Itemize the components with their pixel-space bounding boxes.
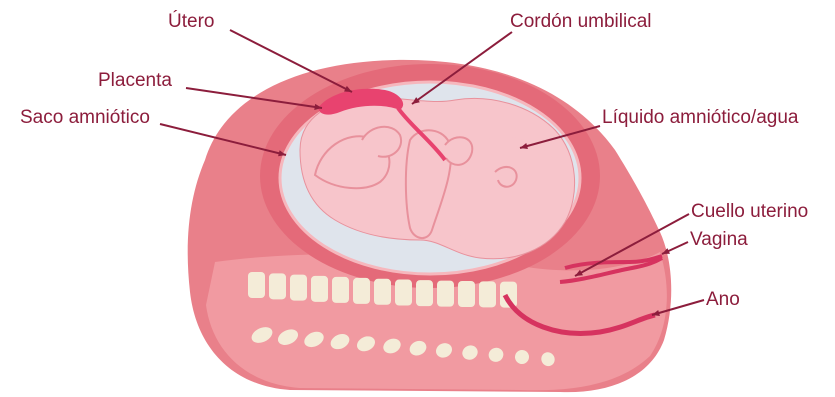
vertebra [311, 276, 328, 302]
label-vagina: Vagina [690, 229, 748, 251]
vertebra [269, 273, 286, 299]
fetus-hand [445, 137, 472, 165]
vertebra [248, 272, 265, 298]
vertebra [332, 277, 349, 303]
vertebra [437, 281, 454, 307]
vertebra [458, 281, 475, 307]
vertebra [290, 275, 307, 301]
vertebra [416, 280, 433, 306]
label-cuello-uterino: Cuello uterino [691, 201, 808, 223]
vertebra [353, 278, 370, 304]
label-saco-amniotico: Saco amniótico [20, 107, 150, 129]
label-liquido-amniotico: Líquido amniótico/agua [602, 107, 798, 129]
vertebra [479, 281, 496, 307]
label-ano: Ano [706, 289, 740, 311]
label-utero: Útero [168, 11, 214, 33]
label-cordon-umbilical: Cordón umbilical [510, 11, 652, 33]
vertebra [374, 279, 391, 305]
vertebra [395, 280, 412, 306]
label-placenta: Placenta [98, 70, 172, 92]
